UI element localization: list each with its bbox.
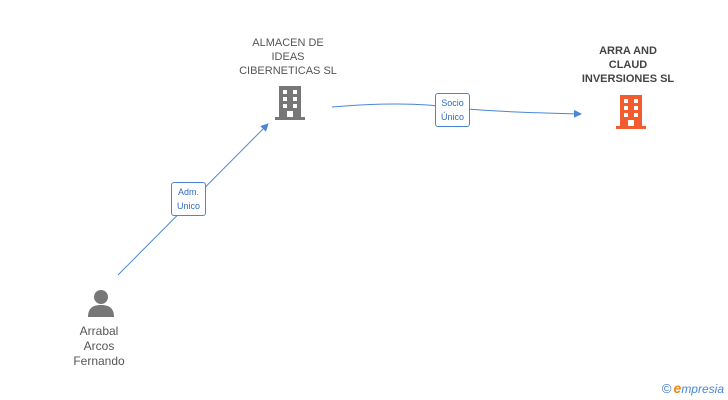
edge-label-socio-unico: Socio Único (435, 93, 471, 127)
copyright-icon: © (661, 381, 672, 396)
edge-label-adm-unico: Adm. Unico (171, 182, 207, 216)
building-icon[interactable] (275, 86, 305, 120)
person-label[interactable]: Arrabal Arcos Fernando (73, 324, 125, 368)
empresia-brand[interactable]: ©empresia (662, 380, 724, 396)
person-icon[interactable] (87, 289, 115, 317)
brand-logo-text: mpresia (681, 382, 724, 396)
brand-logo-e: e (673, 380, 682, 396)
main-building-icon[interactable] (616, 95, 646, 129)
company-label-almacen[interactable]: ALMACEN DE IDEAS CIBERNETICAS SL (239, 37, 337, 77)
company-label-arra[interactable]: ARRA AND CLAUD INVERSIONES SL (581, 45, 675, 85)
